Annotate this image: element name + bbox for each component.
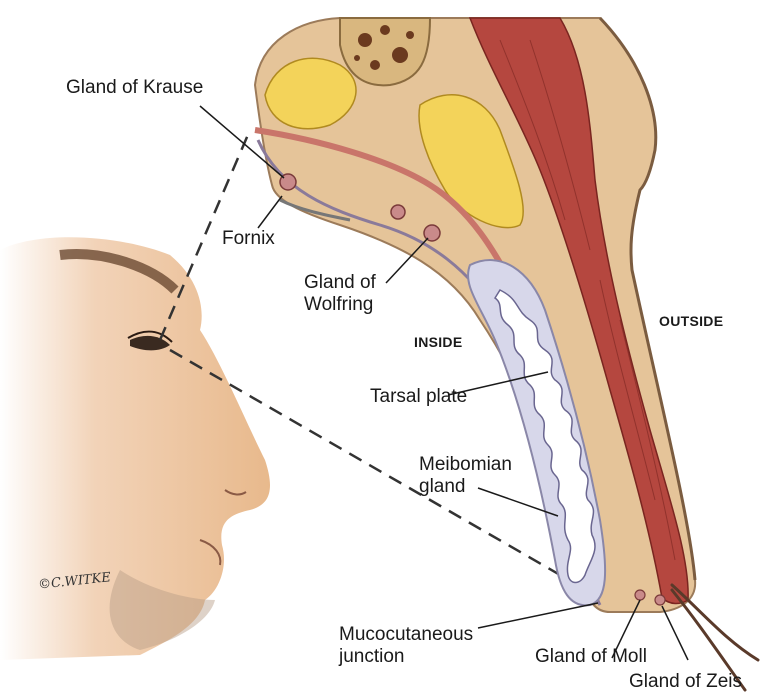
- label-mucocutaneous-junction-line2: junction: [339, 646, 405, 668]
- label-outside: OUTSIDE: [659, 310, 723, 332]
- label-fornix: Fornix: [222, 228, 275, 250]
- eyelid-cross-section: [255, 18, 758, 690]
- label-gland-of-wolfring-line1: Gland of: [304, 272, 376, 294]
- label-gland-of-moll: Gland of Moll: [535, 646, 647, 668]
- gland-of-moll-shape: [635, 590, 645, 600]
- label-gland-of-wolfring-line2: Wolfring: [304, 294, 373, 316]
- label-gland-of-krause: Gland of Krause: [66, 77, 203, 99]
- label-meibomian-gland-line2: gland: [419, 476, 466, 498]
- label-meibomian-gland-line1: Meibomian: [419, 454, 512, 476]
- face-profile: [0, 237, 270, 660]
- label-gland-of-zeis: Gland of Zeis: [629, 671, 742, 693]
- gland-of-zeis-shape: [655, 595, 665, 605]
- label-inside: INSIDE: [414, 331, 462, 353]
- label-tarsal-plate: Tarsal plate: [370, 386, 467, 408]
- label-mucocutaneous-junction-line1: Mucocutaneous: [339, 624, 473, 646]
